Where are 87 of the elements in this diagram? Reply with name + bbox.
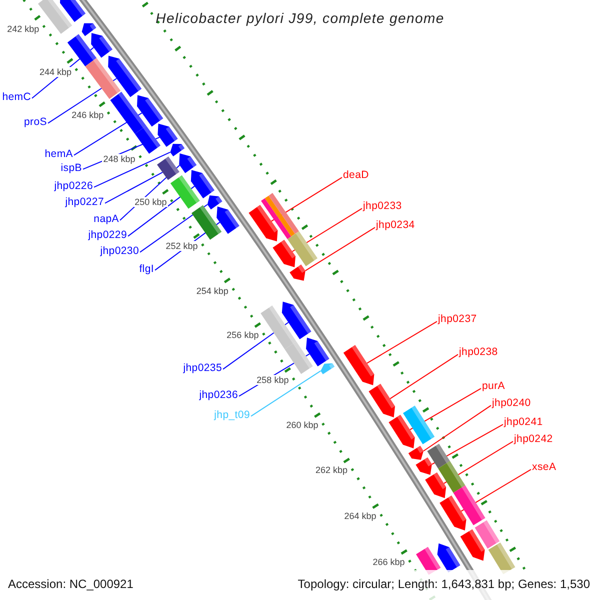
gene-label: jhp0238	[459, 346, 498, 358]
feature-block	[453, 485, 486, 526]
leader-line	[104, 172, 163, 204]
gene-label: jhp0236	[199, 389, 238, 401]
gene-block	[368, 384, 395, 418]
scale-label: 262 kbp	[314, 465, 349, 476]
feature-block	[134, 126, 160, 154]
gene-block	[425, 472, 446, 498]
feature-block	[170, 175, 200, 209]
feature-block	[85, 58, 121, 99]
leader-line	[366, 320, 438, 364]
accession-text: Accession: NC_000921	[8, 576, 134, 592]
feature-block	[38, 0, 72, 34]
gene-block	[91, 33, 112, 58]
gene-block	[60, 0, 86, 22]
scale-label: 260 kbp	[285, 420, 320, 430]
gene-block	[343, 345, 374, 386]
gene-block	[460, 529, 485, 561]
leader-line	[390, 354, 458, 400]
gene-block	[170, 144, 185, 156]
gene-label: hemC	[2, 91, 31, 103]
genome-info-text: Topology: circular; Length: 1,643,831 bp; Genes: 1,530	[298, 576, 590, 592]
gene-label: jhp0237	[438, 313, 477, 325]
map-title: Helicobacter pylori J99, complete genome	[156, 9, 444, 27]
feature-block	[284, 342, 313, 374]
feature-block	[438, 461, 466, 493]
gene-block	[207, 195, 222, 210]
gene-label: deaD	[343, 169, 369, 181]
gene-label: jhp0234	[376, 219, 415, 231]
scale-label: 242 kbp	[6, 24, 40, 34]
scale-label: 256 kbp	[226, 330, 260, 340]
gene-label: jhp0240	[492, 397, 531, 409]
feature-block	[403, 406, 435, 444]
leader-line	[304, 226, 376, 272]
scale-label: 254 kbp	[195, 286, 230, 296]
scale-label: 252 kbp	[164, 241, 199, 252]
gene-block	[137, 95, 164, 127]
gene-label: jhp0242	[514, 433, 553, 445]
leader-line	[250, 370, 322, 417]
gene-label: hemA	[44, 148, 73, 160]
feature-block	[474, 520, 500, 549]
gene-block	[282, 302, 312, 340]
gene-block	[440, 496, 466, 530]
scale-label: 246 kbp	[70, 110, 105, 120]
gene-block	[290, 264, 306, 281]
feature-block	[192, 205, 222, 240]
gene-label: jhp_t09	[214, 409, 250, 421]
gene-block	[179, 153, 197, 174]
scale-label: 258 kbp	[256, 374, 290, 385]
gene-block	[272, 240, 296, 268]
scale-label: 244 kbp	[38, 66, 73, 77]
leader-line	[423, 404, 492, 452]
gene-label: jhp0227	[65, 196, 104, 208]
gene-label: napA	[94, 213, 119, 225]
gene-block	[108, 56, 142, 98]
gene-label: flgI	[139, 263, 154, 275]
feature-block	[157, 156, 180, 180]
gene-block	[190, 170, 214, 198]
leader-line	[94, 152, 171, 188]
scale-label: 266 kbp	[372, 556, 406, 566]
gene-label: purA	[482, 380, 505, 392]
gene-block	[216, 206, 240, 234]
gene-label: xseA	[532, 461, 556, 473]
gene-block	[306, 338, 330, 366]
gene-block	[437, 543, 460, 572]
gene-block	[408, 446, 424, 460]
gene-label: jhp0229	[88, 229, 127, 241]
gene-block	[82, 23, 96, 36]
feature-block	[110, 92, 146, 134]
gene-label: jhp0226	[54, 180, 93, 192]
gene-label: ispB	[60, 162, 82, 174]
gene-block	[320, 363, 335, 374]
gene-block	[158, 124, 178, 147]
scale-label: 264 kbp	[343, 510, 378, 521]
gene-block	[416, 457, 432, 475]
feature-block	[287, 231, 318, 266]
gene-label: jhp0235	[183, 362, 222, 374]
gene-label: jhp0230	[100, 245, 139, 257]
scale-label: 248 kbp	[102, 154, 136, 164]
feature-block	[260, 306, 296, 350]
gene-label: jhp0233	[363, 200, 402, 212]
gene-block	[248, 204, 278, 242]
feature-block	[427, 444, 450, 468]
gene-label: proS	[24, 116, 47, 128]
gene-block	[388, 414, 415, 448]
scale-label: 250 kbp	[134, 197, 168, 208]
gene-label: jhp0241	[504, 416, 543, 428]
